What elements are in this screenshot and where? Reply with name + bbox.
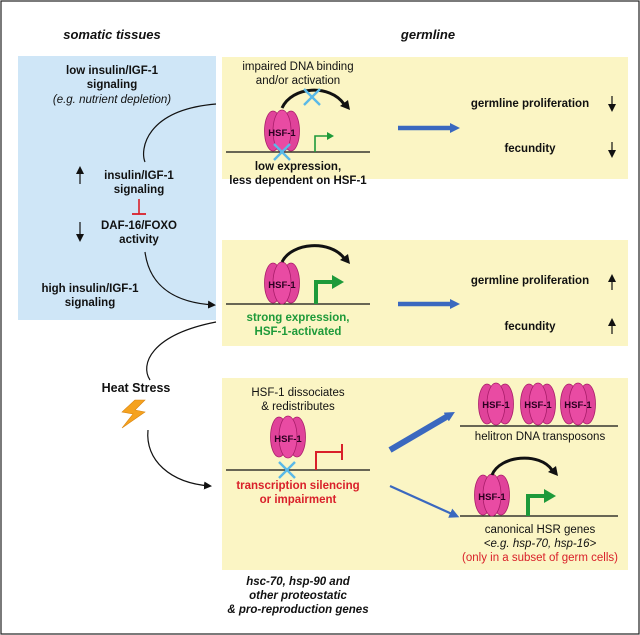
- p1-note-line1: impaired DNA binding: [242, 61, 353, 73]
- p3-repression-symbol: [315, 451, 342, 470]
- hsr-activation-arrowhead: [548, 466, 558, 476]
- lightning-bolt-icon: [121, 399, 146, 429]
- p1-tss-arrowhead: [327, 132, 334, 140]
- p2-outcome-proliferation: germline proliferation: [471, 275, 589, 287]
- p2-activation-arrowhead: [340, 254, 350, 264]
- low-insulin-label-2: signaling: [87, 79, 137, 91]
- p1-expression-line1: low expression,: [255, 161, 341, 173]
- p1-block-x-b: [303, 88, 321, 106]
- p3-dna-block-x-b: [278, 461, 296, 479]
- hsr-label-line1: canonical HSR genes: [485, 524, 596, 536]
- helitron-label: helitron DNA transposons: [475, 431, 606, 443]
- hsr-hsf1-label: HSF-1: [478, 492, 506, 503]
- helitron-hsf1-label-3: HSF-1: [564, 400, 592, 411]
- p1-note-line2: and/or activation: [256, 75, 340, 87]
- daf16-label-2: activity: [119, 234, 159, 246]
- hsr-label-line3: (only in a subset of germ cells): [462, 552, 618, 564]
- p3-hsf1-label: HSF-1: [274, 434, 302, 445]
- high-insulin-label-2: signaling: [65, 297, 115, 309]
- somatic-box: [18, 56, 216, 320]
- hsr-tss-arrowhead: [544, 489, 556, 503]
- p1-activation-arrowhead: [340, 100, 350, 110]
- somatic-header: somatic tissues: [63, 27, 161, 42]
- hsr-label-line2: <e.g. hsp-70, hsp-16>: [484, 538, 597, 550]
- p1-dna-block-x-b: [273, 143, 291, 161]
- hsr-tss-arrow: [526, 494, 546, 516]
- p1-expression-line2: less dependent on HSF-1: [229, 175, 367, 187]
- high-insulin-label: high insulin/IGF-1: [41, 283, 139, 295]
- p2-tss-arrowhead: [332, 275, 344, 289]
- curve-to-heat: [146, 321, 217, 381]
- p3-flow-arrow-hsr: [389, 484, 460, 518]
- p3-silencing-line2: or impairment: [260, 494, 337, 506]
- footer-line3: & pro-reproduction genes: [227, 604, 368, 616]
- p1-outcome-proliferation: germline proliferation: [471, 98, 589, 110]
- nutrient-depletion-example: (e.g. nutrient depletion): [53, 94, 171, 106]
- p2-outcome-fecundity: fecundity: [504, 321, 556, 333]
- p2-expression-line1: strong expression,: [247, 312, 350, 324]
- p2-hsf1-label: HSF-1: [268, 280, 296, 291]
- helitron-hsf1-label-2: HSF-1: [524, 400, 552, 411]
- p2-expression-line2: HSF-1-activated: [255, 326, 342, 338]
- insulin-signaling-label-2: signaling: [114, 184, 164, 196]
- curve-heat-to-panel3: [147, 429, 212, 490]
- p1-tss-arrow: [314, 135, 328, 152]
- p3-note-line1: HSF-1 dissociates: [251, 387, 345, 399]
- curve-to-high-insulin: [144, 251, 216, 309]
- p3-flow-arrow-helitron: [388, 411, 455, 453]
- daf16-label: DAF-16/FOXO: [101, 220, 177, 232]
- insulin-signaling-label: insulin/IGF-1: [104, 170, 174, 182]
- hsr-activation-arrow: [490, 456, 554, 476]
- curve-low-to-insulin: [142, 103, 217, 163]
- p2-activation-arrow: [280, 244, 346, 263]
- p1-hsf1-label: HSF-1: [268, 128, 296, 139]
- p3-note-line2: & redistributes: [261, 401, 335, 413]
- helitron-hsf1-label-1: HSF-1: [482, 400, 510, 411]
- footer-line2: other proteostatic: [249, 590, 347, 602]
- germline-header: germline: [400, 27, 455, 42]
- p1-activation-arrow: [280, 88, 346, 109]
- footer-line1: hsc-70, hsp-90 and: [246, 576, 351, 588]
- p1-outcome-fecundity: fecundity: [504, 143, 556, 155]
- heat-stress-label: Heat Stress: [102, 381, 171, 395]
- p3-silencing-line1: transcription silencing: [236, 480, 359, 492]
- low-insulin-label: low insulin/IGF-1: [66, 65, 159, 77]
- p2-tss-arrow: [314, 280, 334, 304]
